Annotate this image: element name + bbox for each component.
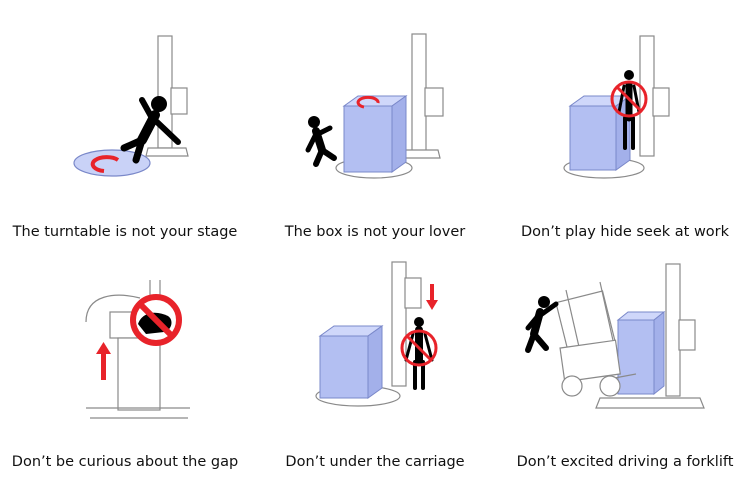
panel-caption: The turntable is not your stage [12, 224, 238, 240]
blue-box-icon [318, 325, 384, 399]
rotation-arrow-icon [90, 155, 120, 173]
panel-caption: The box is not your lover [284, 224, 466, 240]
blue-box-icon [342, 95, 408, 173]
prohibition-icon [400, 329, 438, 367]
panel-curious-gap: Don’t be curious about the gap [0, 250, 250, 500]
falling-person-icon [120, 96, 181, 164]
up-arrow-icon [96, 342, 111, 380]
panel-caption: Don’t play hide seek at work [520, 224, 730, 240]
panel-illustration [73, 35, 189, 177]
panel-forklift: Don’t excited driving a forklift [500, 250, 750, 500]
panel-illustration [85, 280, 190, 419]
panel-turntable-stage: The turntable is not your stage [0, 0, 250, 250]
panel-box-lover: The box is not your lover [250, 0, 500, 250]
blue-box-icon [616, 310, 666, 396]
wrapping-machine-icon [73, 35, 189, 177]
falling-person-icon [525, 296, 559, 353]
panel-caption: Don’t be curious about the gap [11, 454, 239, 470]
down-arrow-icon [426, 284, 438, 310]
panel-caption: Don’t under the carriage [285, 454, 465, 470]
panel-illustration [315, 261, 438, 407]
forklift-icon [555, 281, 637, 397]
falling-person-icon [305, 116, 337, 167]
panel-illustration [305, 33, 444, 179]
panel-illustration [563, 35, 670, 179]
standing-person-icon [404, 317, 434, 390]
panel-hide-seek: Don’t play hide seek at work [500, 0, 750, 250]
wrapping-machine-icon [595, 263, 705, 409]
prohibition-icon [610, 80, 648, 118]
prohibition-icon [130, 294, 182, 346]
panel-under-carriage: Don’t under the carriage [250, 250, 500, 500]
rotation-arrow-icon [356, 95, 380, 109]
panel-caption: Don’t excited driving a forklift [516, 454, 734, 470]
panel-illustration [525, 263, 705, 409]
